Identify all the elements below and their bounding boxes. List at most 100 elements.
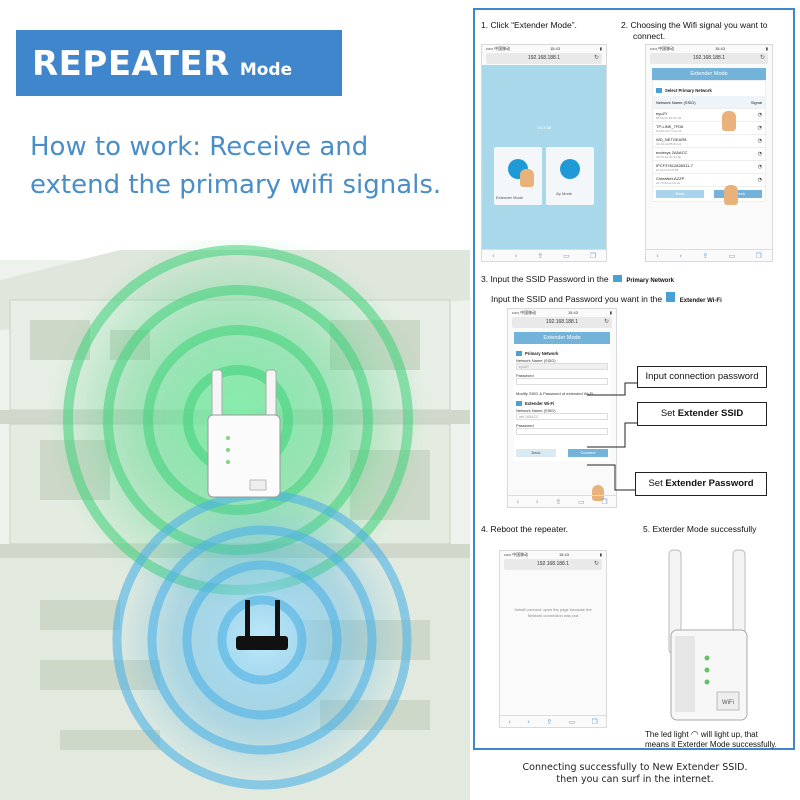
network-mac: C8:T0:E1:3e:32:8e: [656, 154, 682, 159]
tabs-icon[interactable]: ❐: [591, 717, 598, 726]
reload-icon[interactable]: ↻: [593, 55, 599, 61]
share-icon[interactable]: ⇪: [555, 497, 562, 506]
router-device: [236, 600, 288, 650]
bookmark-icon[interactable]: ▭: [578, 497, 585, 506]
phone-screen-extender-mode: ••••• 中国移动 15:43 ▮ 192.168.188.1 ↻ 0S:3.…: [481, 44, 607, 262]
reload-icon[interactable]: ↻: [603, 319, 609, 325]
back-arrow-icon[interactable]: ‹: [491, 251, 495, 260]
step-3-line-2: Input the SSID and Password you want in …: [481, 292, 722, 307]
step-4-label: 4. Reboot the repeater.: [481, 524, 568, 534]
browser-toolbar: ‹ › ⇪ ▭ ❐: [508, 495, 616, 507]
back-button[interactable]: Back: [656, 190, 704, 198]
forward-arrow-icon[interactable]: ›: [535, 497, 539, 506]
led-note: The led light ◠ will light up, that mean…: [645, 729, 777, 750]
time-text: 15:43: [549, 46, 560, 51]
browser-toolbar: ‹ › ⇪ ▭ ❐: [500, 715, 606, 727]
tabs-icon[interactable]: ❐: [755, 251, 762, 260]
forward-arrow-icon[interactable]: ›: [514, 251, 518, 260]
carrier-text: ••••• 中国移动: [512, 310, 537, 315]
battery-icon: ▮: [609, 310, 612, 315]
hand-pointer-icon: [722, 111, 736, 131]
forward-arrow-icon[interactable]: ›: [527, 717, 531, 726]
headline-line-2: extend the primary wifi signals.: [30, 170, 442, 200]
tabs-icon[interactable]: ❐: [601, 497, 608, 506]
ap-mode-button[interactable]: Ap Mode: [546, 147, 594, 205]
status-bar: ••••• 中国移动 15:43 ▮: [646, 45, 772, 53]
status-bar: ••••• 中国移动 15:43 ▮: [500, 551, 606, 559]
tabs-icon[interactable]: ❐: [589, 251, 596, 260]
address-bar[interactable]: 192.168.188.1 ↻: [650, 53, 768, 64]
step-3-label: 3. Input the SSID Password in the Primar…: [481, 274, 722, 307]
status-bar: ••••• 中国移动 15:43 ▮: [508, 309, 616, 317]
time-text: 15:43: [714, 46, 725, 51]
repeater-photo: WiFi: [668, 549, 748, 721]
headline: How to work: Receive and extend the prim…: [30, 128, 470, 204]
primary-password-label: Password: [516, 373, 534, 378]
phone-screen-reboot: ••••• 中国移动 15:43 ▮ 192.168.188.1 ↻ Setwi…: [499, 550, 607, 728]
signal-icon: ◔: [757, 177, 762, 183]
back-arrow-icon[interactable]: ‹: [508, 717, 511, 726]
bookmark-icon[interactable]: ▭: [563, 251, 570, 260]
setup-guide-panel: 1. Click “Extender Mode”. 2. Choosing th…: [473, 8, 795, 750]
house-scene-illustration: [0, 240, 470, 800]
back-arrow-icon[interactable]: ‹: [516, 497, 520, 506]
network-mac: 20:76:93:ee:b0:de: [656, 180, 681, 185]
forward-arrow-icon[interactable]: ›: [679, 251, 683, 260]
app-background: 0S:3.88 Extender Mode Ap Mode: [482, 65, 606, 249]
back-arrow-icon[interactable]: ‹: [656, 251, 659, 260]
led-note-a: The led light: [645, 730, 689, 739]
url-text: 192.168.188.1: [693, 55, 725, 61]
carrier-text: ••••• 中国移动: [504, 552, 529, 557]
network-name: TP-LINK_7FD6: [656, 123, 684, 129]
network-mac: 9c:19:2f:1d:f3:8F: [656, 167, 679, 172]
address-bar[interactable]: 192.168.188.1 ↻: [504, 559, 602, 570]
share-icon[interactable]: ⇪: [537, 251, 544, 260]
extender-password-field[interactable]: [516, 428, 608, 435]
browser-toolbar: ‹ › ⇪ ▭ ❐: [646, 249, 772, 261]
status-bar: ••••• 中国移动 15:43 ▮: [482, 45, 606, 53]
callout-set-password-prefix: Set: [648, 478, 663, 489]
extender-ssid-label: Network Name (SSID): [516, 408, 556, 413]
share-icon[interactable]: ⇪: [546, 717, 553, 726]
bookmark-icon[interactable]: ▭: [568, 717, 576, 726]
address-bar[interactable]: 192.168.188.1 ↻: [486, 53, 602, 64]
primary-ssid-label: Network Name (SSID): [516, 358, 556, 363]
network-name: eyuZY: [656, 110, 668, 116]
back-button[interactable]: Back: [516, 449, 556, 457]
bookmark-icon[interactable]: ▭: [728, 251, 736, 260]
section-title-text: Select Primary Network: [665, 87, 712, 93]
extender-mode-button[interactable]: Extender Mode: [494, 147, 542, 205]
connect-button[interactable]: Connect: [568, 449, 608, 457]
address-bar[interactable]: 192.168.188.1 ↻: [512, 317, 612, 328]
device-wifi-label: WiFi: [722, 700, 734, 706]
mode-banner: REPEATER Mode: [16, 30, 342, 96]
extender-ssid-field[interactable]: wifi 2A5ACC: [516, 413, 608, 420]
share-icon[interactable]: ⇪: [702, 251, 709, 260]
primary-network-section: Primary Network: [516, 348, 608, 358]
step-1-label: 1. Click “Extender Mode”.: [481, 20, 577, 30]
callout-pointer-lines: [587, 382, 637, 491]
step-3-line-1: 3. Input the SSID Password in the Primar…: [481, 274, 722, 287]
banner-subtitle: Mode: [239, 60, 293, 80]
primary-password-field[interactable]: [516, 378, 608, 385]
primary-ssid-field[interactable]: eyuZY: [516, 363, 608, 370]
network-name: IPCF37812828311-7: [656, 162, 693, 168]
hand-pointer-icon: [520, 169, 534, 187]
reload-icon[interactable]: ↻: [593, 561, 599, 567]
callout-set-ssid: Set Extender SSID: [637, 402, 767, 426]
reload-icon[interactable]: ↻: [759, 55, 765, 61]
banner-title: REPEATER: [32, 44, 230, 84]
carrier-text: ••••• 中国移动: [650, 46, 675, 51]
signal-icon: ◔: [757, 112, 762, 118]
